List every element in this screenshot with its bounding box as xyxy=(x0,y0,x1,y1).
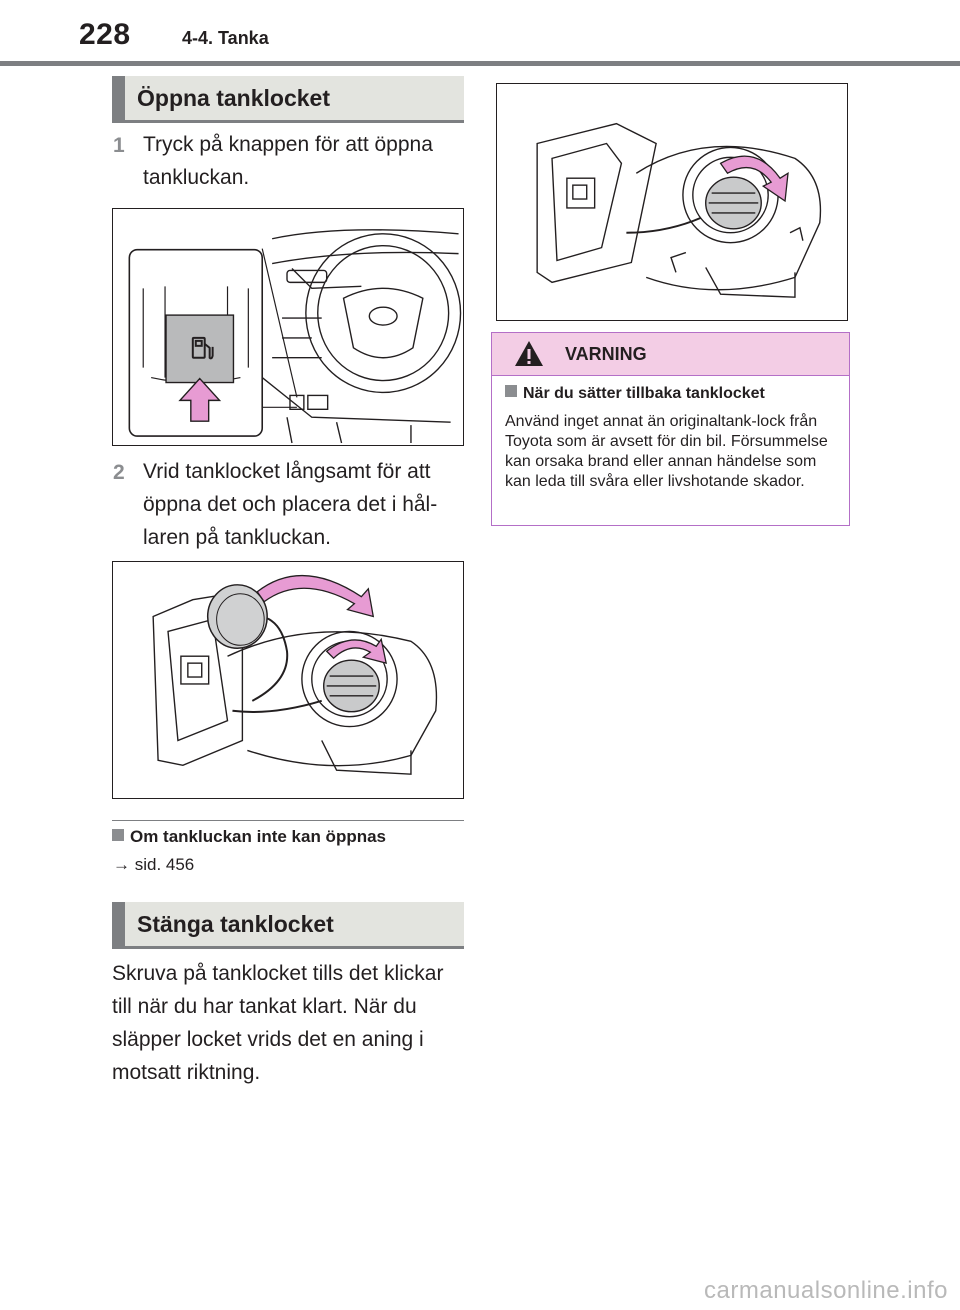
step-1-number: 1 xyxy=(113,134,125,157)
warning-body: Använd inget annat än originaltank-lock … xyxy=(505,413,828,490)
square-bullet-icon xyxy=(505,385,517,397)
square-bullet-icon xyxy=(112,829,124,841)
figure-open-cap xyxy=(112,561,464,799)
warning-title: VARNING xyxy=(565,344,647,364)
step-1-text: Tryck på knappen för att öppna tanklucka… xyxy=(143,133,433,189)
section-heading-open: Öppna tanklocket xyxy=(112,76,464,123)
section-heading-close: Stänga tanklocket xyxy=(112,902,464,949)
warning-subheading: När du sätter tillbaka tanklocket xyxy=(505,385,765,403)
watermark: carmanualsonline.info xyxy=(704,1277,948,1304)
note-heading-text: Om tankluckan inte kan öppnas xyxy=(130,827,387,846)
close-instructions: Skruva på tanklocket tills det klickar t… xyxy=(112,962,444,1084)
warning-header: VARNING xyxy=(492,333,849,376)
step-2-number: 2 xyxy=(113,461,125,484)
figure-close-cap xyxy=(496,83,848,321)
warning-subheading-text: När du sätter tillbaka tanklocket xyxy=(523,385,765,402)
header-rule xyxy=(0,61,960,66)
step-2-text: Vrid tanklocket långsamt för att öppna d… xyxy=(143,460,438,549)
figure-fuel-door-button xyxy=(112,208,464,446)
page-number: 228 xyxy=(79,18,131,51)
page-reference-link[interactable]: → sid. 456 xyxy=(113,855,195,874)
warning-triangle-icon xyxy=(515,341,543,366)
note-heading: Om tankluckan inte kan öppnas xyxy=(112,827,386,847)
warning-box: VARNING När du sätter tillbaka tanklocke… xyxy=(491,332,850,526)
dashboard-illustration xyxy=(128,229,462,444)
fuel-pump-icon xyxy=(191,336,214,360)
fuel-cap-open-illustration xyxy=(152,574,438,775)
note-rule xyxy=(112,820,464,821)
chapter-title: 4-4. Tanka xyxy=(182,28,269,48)
fuel-cap-close-illustration xyxy=(536,122,822,298)
